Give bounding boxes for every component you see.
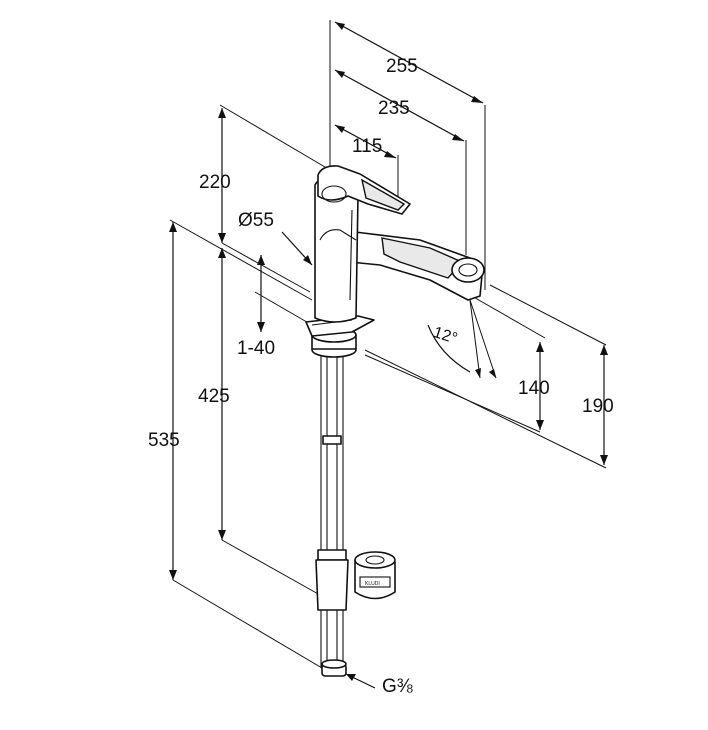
dim-235-label: 235 — [378, 98, 410, 119]
thread-label: G⅜ — [382, 676, 413, 697]
accessory-label: KLUDI — [365, 581, 380, 587]
dim-115-label: 115 — [352, 136, 382, 157]
dimension-lines — [169, 20, 607, 689]
dim-255-label: 255 — [386, 56, 418, 77]
mounting-nut — [311, 327, 357, 358]
dim-adjust-label: 1-40 — [237, 338, 275, 359]
dim-diameter-label: Ø55 — [238, 210, 274, 231]
supply-hoses — [315, 355, 349, 677]
dim-535-label: 535 — [148, 430, 180, 451]
pull-out-spout — [349, 231, 485, 301]
dim-140-label: 140 — [518, 378, 550, 399]
lever-handle — [317, 165, 411, 215]
dim-angle-label: 12° — [431, 324, 459, 348]
aerator-accessory: KLUDI — [354, 551, 396, 600]
dim-190-label: 190 — [582, 396, 614, 417]
dimension-arrows — [169, 22, 608, 681]
dim-425-label: 425 — [198, 386, 230, 407]
faucet: KLUDI — [305, 165, 485, 677]
dim-220-label: 220 — [199, 172, 231, 193]
dimension-labels: 255 235 115 220 Ø55 1-40 425 535 12° 140… — [148, 56, 614, 697]
